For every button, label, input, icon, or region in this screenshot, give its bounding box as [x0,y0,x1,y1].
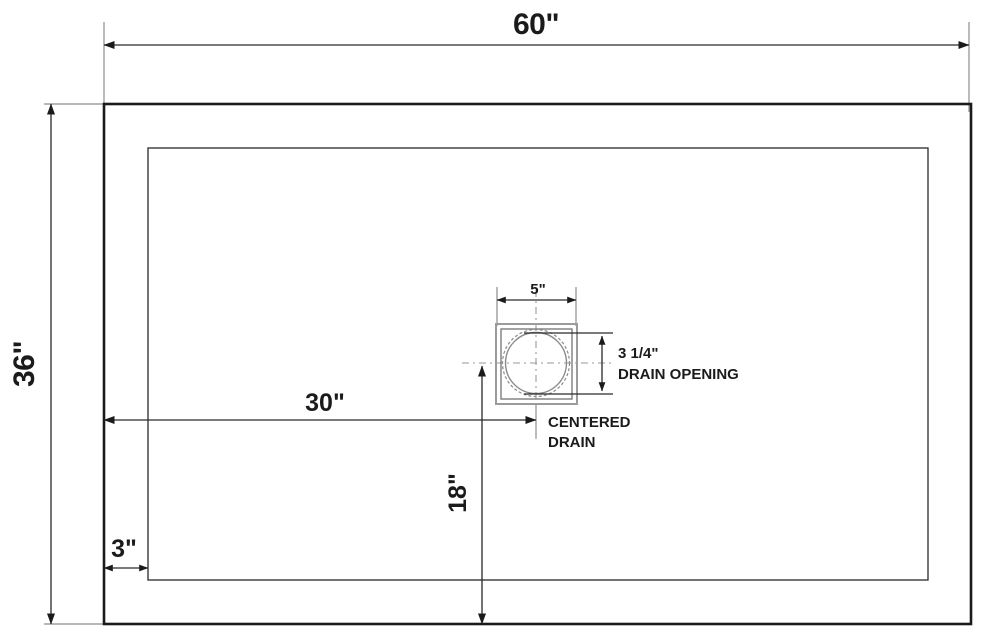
callout-centered-drain-line-2: DRAIN [548,434,596,451]
drain-housing-outer-square [495,323,578,405]
dimension-label-overall-width: 60" [513,8,559,41]
shower-base-outline [102,102,973,626]
dimension-drain-opening: 3 1/4" DRAIN OPENING [524,332,739,395]
dimension-drain-from-bottom: 18" [444,365,486,625]
dimension-label-drain-box-width: 5" [530,281,545,298]
dimension-label-drain-from-left: 30" [305,389,345,417]
dimension-flange-offset: 3" [103,535,149,572]
callout-centered-drain: CENTERED DRAIN [548,414,631,451]
dimension-label-flange-offset: 3" [111,535,137,563]
dimension-drain-from-left: 30" [103,389,537,424]
dimension-label-overall-depth: 36" [8,341,41,387]
drain-opening-dashed-circle [501,328,571,398]
dimension-overall-width: 60" [103,8,970,49]
callout-centered-drain-line-1: CENTERED [548,414,631,431]
dimension-drain-box-width: 5" [496,281,577,304]
inner-ledge-rectangle [147,147,929,581]
outer-pan-rectangle [102,102,973,626]
dimension-label-drain-opening-note: DRAIN OPENING [618,366,739,383]
dimension-label-drain-opening-size: 3 1/4" [618,345,658,362]
dimension-label-drain-from-bottom: 18" [444,473,472,513]
dimension-overall-depth: 36" [8,103,55,625]
